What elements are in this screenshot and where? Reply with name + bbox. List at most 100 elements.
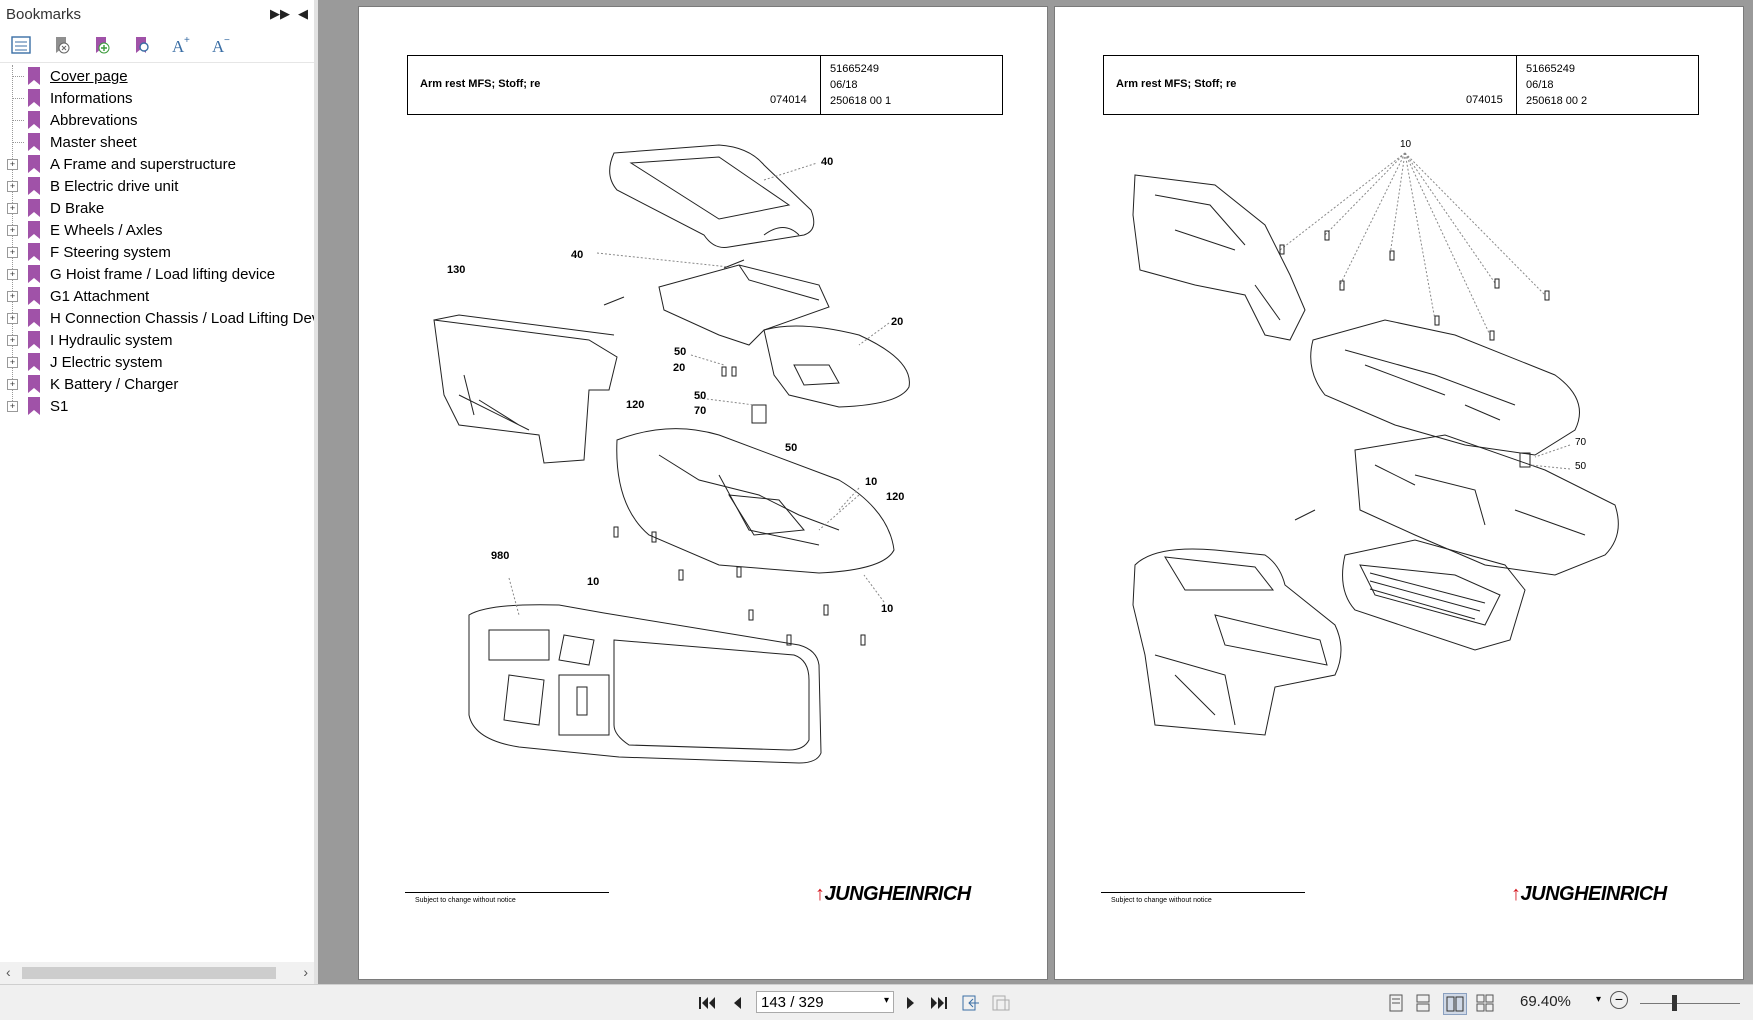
expand-toggle-icon[interactable]: + <box>7 400 18 412</box>
zoom-slider[interactable] <box>1640 1003 1740 1004</box>
first-page-icon[interactable] <box>696 993 718 1013</box>
collapse-panel-icon[interactable]: ◀ <box>298 6 308 21</box>
expand-toggle-icon[interactable]: + <box>7 268 18 280</box>
bookmark-item[interactable]: +E Wheels / Axles <box>0 219 314 241</box>
zoom-out-icon[interactable]: − <box>1610 991 1628 1009</box>
page-code: 250618 00 2 <box>1526 95 1588 107</box>
page-right: Arm rest MFS; Stoff; re 074015 51665249 … <box>1054 6 1744 980</box>
callout-label: 50 <box>1575 461 1587 472</box>
zoom-level[interactable]: 69.40% <box>1520 993 1571 1010</box>
bookmark-item[interactable]: Master sheet <box>0 131 314 153</box>
bookmark-icon <box>28 309 40 327</box>
bookmark-item[interactable]: Informations <box>0 87 314 109</box>
page-number-input[interactable]: 143 / 329 ▾ <box>756 991 894 1013</box>
expand-toggle-icon[interactable]: + <box>7 224 18 236</box>
bookmarks-toolbar: A+ A− <box>0 28 314 63</box>
delete-bookmark-icon[interactable] <box>48 32 74 58</box>
bookmark-label: G Hoist frame / Load lifting device <box>50 265 276 283</box>
find-bookmark-icon[interactable] <box>128 32 154 58</box>
previous-view-icon[interactable] <box>960 993 982 1013</box>
bookmark-item[interactable]: +K Battery / Charger <box>0 373 314 395</box>
expand-toggle-icon[interactable]: + <box>7 180 18 192</box>
continuous-view-icon[interactable] <box>1412 993 1434 1013</box>
expand-toggle-icon[interactable]: + <box>7 158 18 170</box>
bookmark-icon <box>28 221 40 239</box>
expand-toggle-icon[interactable]: + <box>7 246 18 258</box>
expand-toggle-icon[interactable]: + <box>7 312 18 324</box>
expand-toggle-icon[interactable]: + <box>7 334 18 346</box>
callout-label: 10 <box>587 576 599 588</box>
panel-splitter[interactable] <box>314 0 318 984</box>
bookmark-icon <box>28 155 40 173</box>
callout-label: 10 <box>881 603 893 615</box>
bookmark-label: H Connection Chassis / Load Lifting Devi <box>50 309 323 327</box>
bookmark-item[interactable]: + I Hydraulic system <box>0 329 314 351</box>
bookmark-label: Cover page <box>50 67 128 85</box>
bookmark-label: I Hydraulic system <box>50 331 173 349</box>
continuous-facing-view-icon[interactable] <box>1474 993 1496 1013</box>
bookmark-item[interactable]: Cover page <box>0 65 314 87</box>
zoom-slider-thumb[interactable] <box>1672 995 1677 1011</box>
bookmark-item[interactable]: + S1 <box>0 395 314 417</box>
next-view-icon[interactable] <box>990 993 1012 1013</box>
bookmark-label: G1 Attachment <box>50 287 150 305</box>
document-viewer: Arm rest MFS; Stoff; re 074014 51665249 … <box>318 0 1753 984</box>
callout-label: 120 <box>886 491 904 503</box>
part-number: 51665249 <box>830 63 879 75</box>
part-number: 51665249 <box>1526 63 1575 75</box>
facing-view-icon[interactable] <box>1443 993 1467 1015</box>
bookmark-icon <box>28 89 40 107</box>
callout-label: 50 <box>674 346 686 358</box>
svg-text:A: A <box>172 37 185 56</box>
scrollbar-thumb[interactable] <box>22 967 276 979</box>
footnote: Subject to change without notice <box>1111 897 1212 904</box>
bookmark-label: Abbrevations <box>50 111 138 129</box>
expand-toggle-icon[interactable]: + <box>7 290 18 302</box>
page-title: Arm rest MFS; Stoff; re <box>420 78 541 90</box>
expand-toggle-icon[interactable]: + <box>7 356 18 368</box>
callout-label: 20 <box>891 316 903 328</box>
callout-label: 40 <box>821 156 833 168</box>
expand-panel-icon[interactable]: ▶▶ <box>270 6 290 21</box>
jungheinrich-logo: ↑JUNGHEINRICH <box>815 883 971 905</box>
increase-font-icon[interactable]: A+ <box>168 32 194 58</box>
bookmark-icon <box>28 397 40 415</box>
next-page-icon[interactable] <box>900 993 922 1013</box>
jungheinrich-logo: ↑JUNGHEINRICH <box>1511 883 1667 905</box>
expand-toggle-icon[interactable]: + <box>7 378 18 390</box>
expand-toggle-icon[interactable]: + <box>7 202 18 214</box>
bookmark-icon <box>28 265 40 283</box>
previous-page-icon[interactable] <box>726 993 748 1013</box>
bookmark-label: S1 <box>50 397 69 415</box>
sidebar-horizontal-scrollbar[interactable]: ‹ › <box>0 962 314 984</box>
svg-text:−: − <box>224 35 230 46</box>
bookmark-icon <box>28 67 40 85</box>
callout-label: 50 <box>694 390 706 402</box>
decrease-font-icon[interactable]: A− <box>208 32 234 58</box>
last-page-icon[interactable] <box>928 993 950 1013</box>
scroll-right-icon[interactable]: › <box>303 964 308 980</box>
scroll-left-icon[interactable]: ‹ <box>6 964 11 980</box>
zoom-dropdown-icon[interactable]: ▾ <box>1596 994 1602 1005</box>
bookmark-item[interactable]: + G Hoist frame / Load lifting device <box>0 263 314 285</box>
bookmark-item[interactable]: +D Brake <box>0 197 314 219</box>
bookmark-options-icon[interactable] <box>8 32 34 58</box>
add-bookmark-icon[interactable] <box>88 32 114 58</box>
svg-text:A: A <box>212 37 225 56</box>
single-page-view-icon[interactable] <box>1385 993 1407 1013</box>
bookmark-item[interactable]: + H Connection Chassis / Load Lifting Dev… <box>0 307 323 329</box>
bookmark-item[interactable]: + G1 Attachment <box>0 285 314 307</box>
bookmark-item[interactable]: +A Frame and superstructure <box>0 153 314 175</box>
page-dropdown-icon[interactable]: ▾ <box>883 995 889 1006</box>
bookmark-label: F Steering system <box>50 243 171 261</box>
bookmark-icon <box>28 331 40 349</box>
bookmark-item[interactable]: + F Steering system <box>0 241 314 263</box>
callout-label: 70 <box>1575 437 1587 448</box>
svg-text:+: + <box>184 35 190 46</box>
bookmark-label: B Electric drive unit <box>50 177 179 195</box>
bookmark-item[interactable]: +J Electric system <box>0 351 314 373</box>
bookmark-item[interactable]: Abbrevations <box>0 109 314 131</box>
page-date: 06/18 <box>1526 79 1554 91</box>
bookmark-item[interactable]: + B Electric drive unit <box>0 175 314 197</box>
